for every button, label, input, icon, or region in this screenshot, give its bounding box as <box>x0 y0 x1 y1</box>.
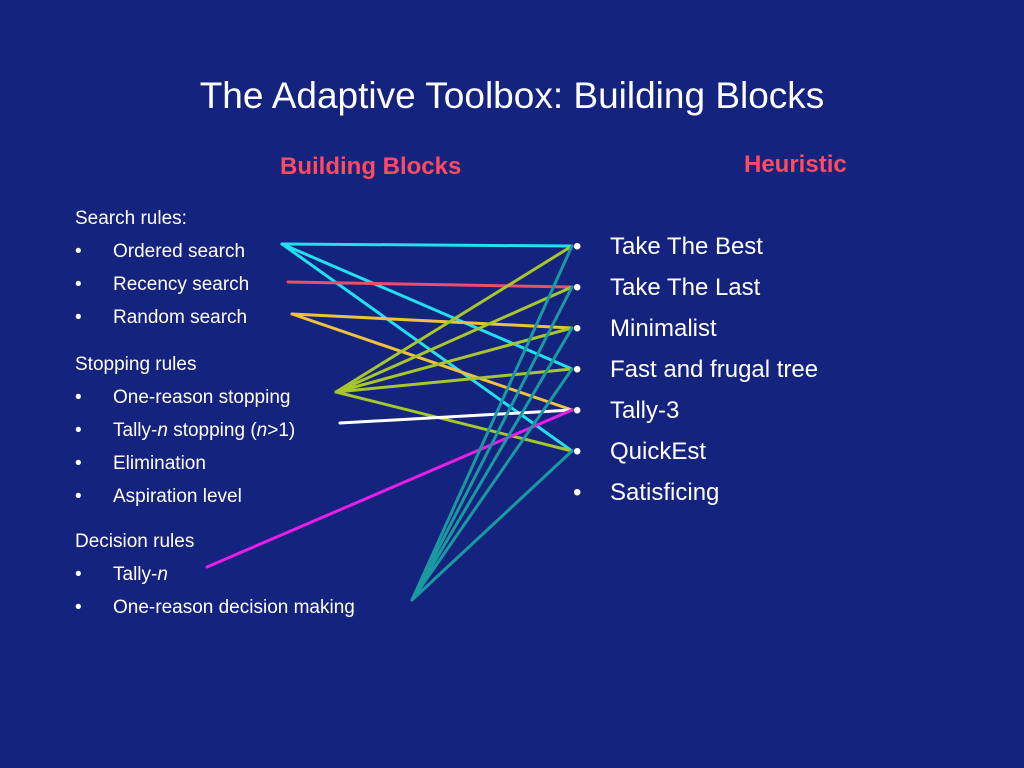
bullet-icon: • <box>75 274 82 295</box>
bullet-icon: • <box>573 397 582 424</box>
bullet-icon: • <box>75 241 82 262</box>
text-part: >1) <box>267 420 296 441</box>
heuristic-label: QuickEst <box>610 438 707 465</box>
connection-one-reason-stopping-to-take-the-best <box>334 244 574 394</box>
text-part: stopping ( <box>167 420 257 441</box>
building-block-label: Aspiration level <box>113 486 242 507</box>
text-part: Tally- <box>113 420 158 441</box>
search-rules-title: Search rules: <box>75 208 187 229</box>
building-block-label: Elimination <box>113 453 206 474</box>
heuristic-label: Minimalist <box>610 315 717 342</box>
connection-one-reason-stopping-to-fast-and-frugal-tree <box>334 367 574 394</box>
decision-rules-title: Decision rules <box>75 531 195 552</box>
connection-ordered-search-to-quickest <box>280 242 574 453</box>
bullet-icon: • <box>573 315 582 342</box>
text-part-italic: n <box>157 420 168 441</box>
heuristic-label: Fast and frugal tree <box>610 356 819 383</box>
connection-recency-search-to-take-the-last <box>286 280 574 289</box>
bullet-icon: • <box>75 486 82 507</box>
building-block-label: Recency search <box>113 274 250 295</box>
building-block-label: One-reason decision making <box>113 597 355 618</box>
bullet-icon: • <box>573 233 582 260</box>
building-block-label: Random search <box>113 307 248 328</box>
slide-title: The Adaptive Toolbox: Building Blocks <box>199 75 825 116</box>
connection-one-reason-stopping-to-quickest <box>334 390 574 453</box>
connection-random-search-to-minimalist <box>290 312 574 330</box>
bullet-icon: • <box>75 420 82 441</box>
text-part-italic: n <box>256 420 268 441</box>
connection-one-reason-decision-making-to-minimalist <box>410 326 574 602</box>
bullet-icon: • <box>573 274 582 301</box>
connection-one-reason-decision-making-to-take-the-best <box>410 244 574 602</box>
building-block-label: One-reason stopping <box>113 387 291 408</box>
bullet-icon: • <box>573 479 582 506</box>
connection-one-reason-stopping-to-take-the-last <box>334 285 574 394</box>
connection-one-reason-stopping-to-minimalist <box>334 326 574 394</box>
building-block-label: Tally-n stopping (n>1) <box>113 419 295 443</box>
heuristic-label: Satisficing <box>610 479 720 506</box>
bullet-icon: • <box>75 387 82 408</box>
building-blocks-header: Building Blocks <box>280 153 462 180</box>
bullet-icon: • <box>573 438 582 465</box>
heuristic-header: Heuristic <box>744 151 847 178</box>
text-part-italic: n <box>157 564 168 585</box>
text-part: Tally- <box>113 564 158 585</box>
heuristic-label: Take The Last <box>610 274 761 301</box>
building-block-label: Tally-n <box>113 563 168 587</box>
bullet-icon: • <box>75 564 82 585</box>
bullet-icon: • <box>75 453 82 474</box>
heuristic-label: Tally-3 <box>610 397 680 424</box>
connection-ordered-search-to-take-the-best <box>280 242 574 248</box>
stopping-rules-title: Stopping rules <box>75 354 197 375</box>
connection-one-reason-decision-making-to-take-the-last <box>410 285 574 602</box>
connection-tally-n-stopping-n-1-to-tally-3 <box>338 408 574 425</box>
connection-one-reason-decision-making-to-quickest <box>410 449 574 602</box>
bullet-icon: • <box>75 597 82 618</box>
bullet-icon: • <box>75 307 82 328</box>
building-block-label: Ordered search <box>113 241 246 262</box>
connection-ordered-search-to-fast-and-frugal-tree <box>280 242 574 371</box>
connection-one-reason-decision-making-to-fast-and-frugal-tree <box>410 367 574 602</box>
connection-random-search-to-tally-3 <box>290 312 574 412</box>
bullet-icon: • <box>573 356 582 383</box>
heuristic-label: Take The Best <box>610 233 763 260</box>
